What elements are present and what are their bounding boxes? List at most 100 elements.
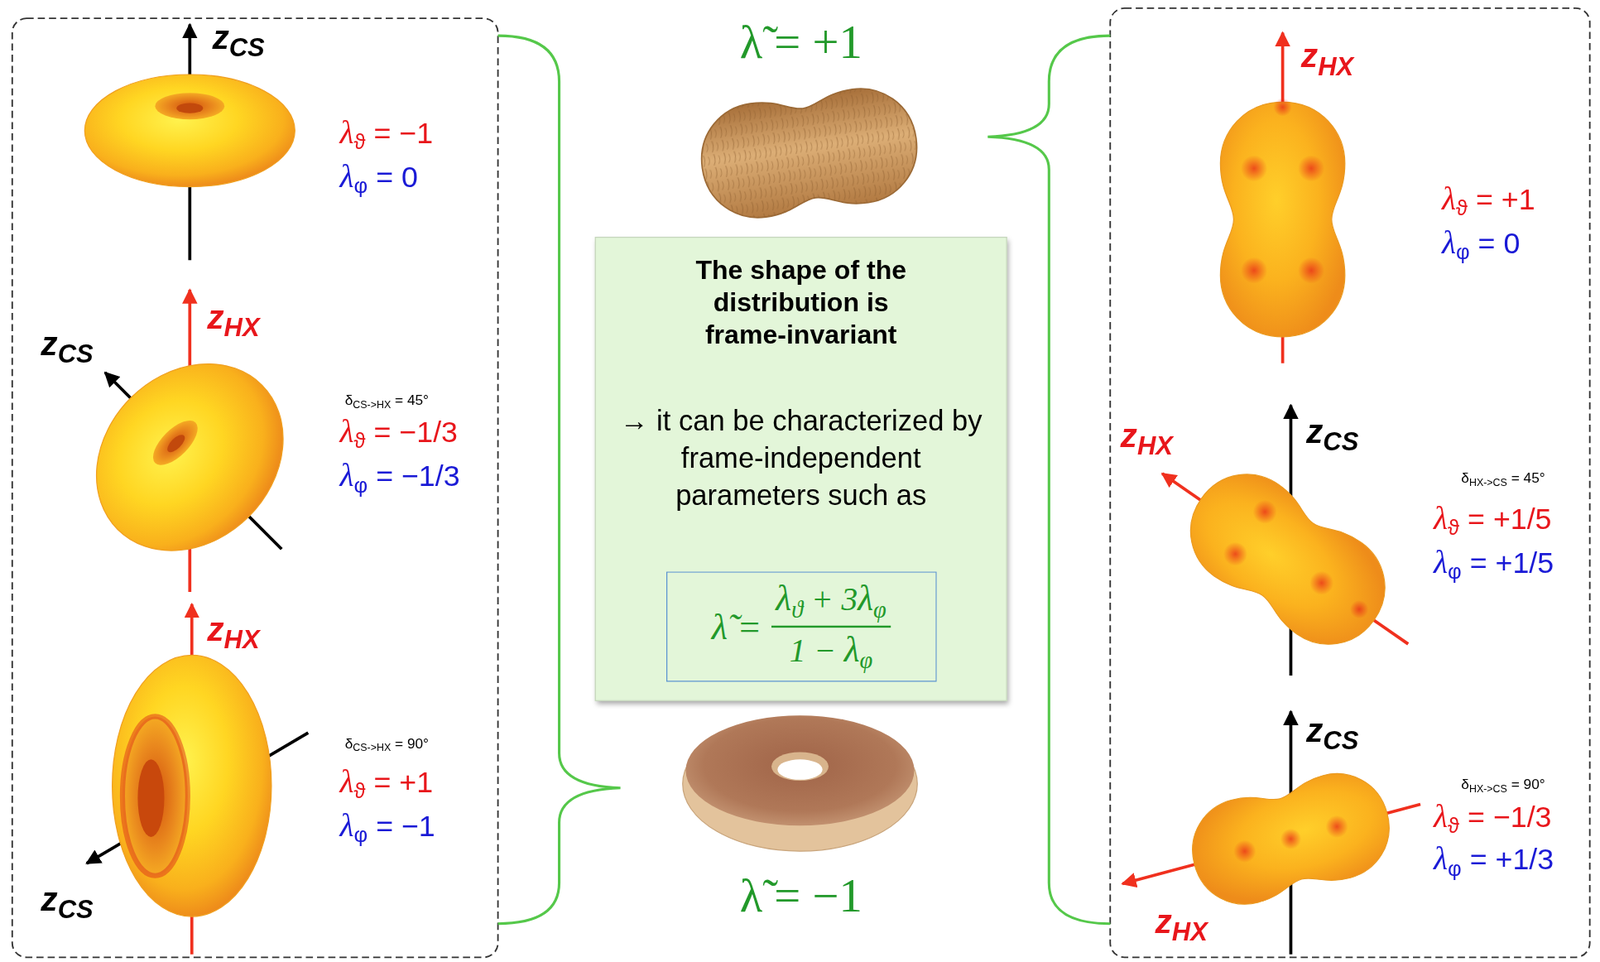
symbol: z [211, 18, 229, 57]
subscript: CS->HX [352, 398, 391, 411]
symbol: δ [345, 391, 354, 409]
symbol: δ [1460, 469, 1470, 486]
torus-hole [145, 413, 205, 472]
symbol: z [1120, 416, 1138, 455]
symbol: δ [1460, 775, 1470, 793]
shading-spot [1240, 154, 1268, 182]
symbol: λ [340, 456, 355, 493]
symbol: z [1155, 902, 1173, 941]
symbol: λ [340, 763, 355, 799]
torus-body [84, 74, 295, 188]
lambda-theta-value: λϑ = +1 [1441, 180, 1536, 221]
invariant-value: λ̃ = +1 [739, 16, 863, 71]
symbol: λ [775, 578, 792, 619]
torus-hole [164, 432, 188, 456]
shading-spot [1297, 257, 1325, 284]
rotation-angle: δHX->CS = 45° [1460, 469, 1545, 489]
symbol: z [1306, 412, 1323, 451]
panel-heading: The shape of the distribution is frame-i… [678, 254, 924, 352]
symbol: λ [1441, 180, 1456, 217]
text-run: = +1/3 [1461, 842, 1554, 875]
subscript: CS [57, 894, 94, 924]
lambda-theta-value: λϑ = −1 [340, 114, 434, 154]
subscript: ϑ [354, 778, 366, 803]
lambda-phi-value: λφ = 0 [340, 158, 419, 198]
text-run: = +1 [1467, 182, 1536, 216]
shading-spot [1297, 154, 1325, 182]
text-run: → it can be characterized by frame-indep… [619, 404, 982, 511]
symbol: λ [1441, 224, 1456, 260]
symbol: z [1301, 36, 1318, 75]
lambda-phi-value: λφ = 0 [1441, 224, 1520, 265]
subscript: HX->CS [1469, 476, 1508, 489]
lambda-phi-value: λφ = −1 [340, 807, 436, 847]
subscript: φ [1447, 856, 1462, 880]
text-run: = −1/3 [1459, 800, 1552, 833]
torus-hole [176, 103, 203, 114]
subscript: HX [1317, 51, 1354, 81]
text-run: λ̃ = +1 [739, 16, 863, 69]
shell-texture [694, 81, 925, 225]
text-run: = 45° [390, 391, 429, 409]
torus-shape [112, 654, 272, 917]
text-panel: The shape of the distribution is frame-i… [595, 236, 1008, 702]
subscript: ϑ [1447, 813, 1460, 837]
subscript: φ [1447, 559, 1462, 583]
symbol: λ [857, 578, 874, 619]
axis-label: zHX [1301, 36, 1354, 81]
peanut-picture [694, 81, 925, 225]
text-run: = −1 [365, 116, 434, 149]
donut-hole [771, 752, 829, 782]
subscript: HX [1172, 917, 1208, 947]
lambda-theta-value: λϑ = +1/5 [1433, 499, 1552, 540]
text-run: = −1 [367, 809, 436, 842]
axis-label: zCS [1306, 412, 1359, 457]
text-run: The shape of the distribution is frame-i… [695, 254, 907, 351]
torus-shape [84, 74, 295, 188]
symbol: λ [340, 158, 355, 194]
peanut-shape [1168, 452, 1407, 666]
formula-lhs: λ̃ = [711, 605, 762, 649]
torus-body [58, 326, 322, 589]
symbol: λ [844, 629, 861, 670]
subscript: ϑ [354, 129, 366, 154]
axis-label: zCS [1306, 711, 1359, 755]
curly-bracket [498, 35, 621, 924]
lambda-theta-value: λϑ = −1/3 [1433, 797, 1552, 838]
text-run: = +1 [365, 765, 434, 798]
torus-hole [122, 715, 188, 875]
symbol: z [1306, 711, 1323, 750]
symbol: z [206, 297, 224, 337]
dashed-panel [1109, 8, 1590, 957]
text-run: = +1/5 [1461, 546, 1554, 579]
symbol: λ [1433, 499, 1448, 536]
symbol: λ [1433, 840, 1448, 877]
symbol: δ [345, 735, 354, 752]
subscript: CS [1322, 725, 1359, 755]
lambda-theta-value: λϑ = +1 [340, 763, 434, 803]
symbol: z [40, 324, 58, 363]
invariant-value: λ̃ = −1 [739, 869, 863, 923]
formula-box: λ̃ =λϑ + 3λφ1 − λφ [665, 571, 937, 682]
symbol: z [206, 610, 224, 649]
text-run: = 90° [1507, 775, 1546, 793]
subscript: HX [1137, 431, 1173, 461]
symbol: λ [1433, 797, 1448, 834]
text-run: 1 − [789, 631, 845, 668]
axis-label: zHX [206, 297, 260, 342]
shading-spot [1218, 537, 1252, 571]
peanut-body [1168, 452, 1407, 666]
subscript: CS [229, 33, 265, 63]
subscript: φ [860, 646, 874, 673]
text-run: = 0 [1470, 226, 1521, 260]
symbol: λ [1433, 543, 1448, 580]
text-run: = 45° [1507, 469, 1546, 486]
torus-hole [137, 759, 164, 837]
subscript: CS->HX [352, 741, 391, 754]
text-run: = +1/5 [1459, 502, 1552, 535]
subscript: CS [1322, 427, 1359, 457]
symbol: z [40, 879, 58, 918]
symbol: λ [340, 413, 355, 449]
